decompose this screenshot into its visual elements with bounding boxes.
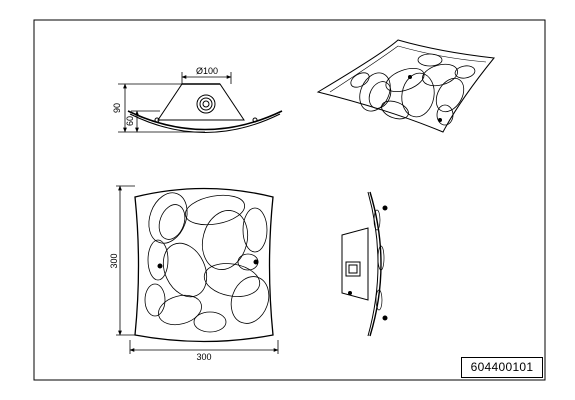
- front-dimensions: [116, 185, 279, 354]
- front-view: [134, 187, 274, 343]
- perspective-view: [316, 39, 495, 133]
- drawing-frame: [33, 19, 546, 381]
- hub-diameter-label: Ø100: [196, 66, 218, 76]
- side-profile-view: [127, 83, 283, 133]
- side-dimensions: [118, 72, 232, 133]
- product-code: 604400101: [470, 360, 534, 374]
- product-code-box: 604400101: [461, 357, 543, 378]
- total-height-label: 90: [112, 103, 122, 113]
- front-height-label: 300: [109, 253, 119, 268]
- front-width-label: 300: [196, 352, 211, 362]
- canopy-height-label: 60: [125, 116, 135, 126]
- side-mount-view: [341, 191, 388, 337]
